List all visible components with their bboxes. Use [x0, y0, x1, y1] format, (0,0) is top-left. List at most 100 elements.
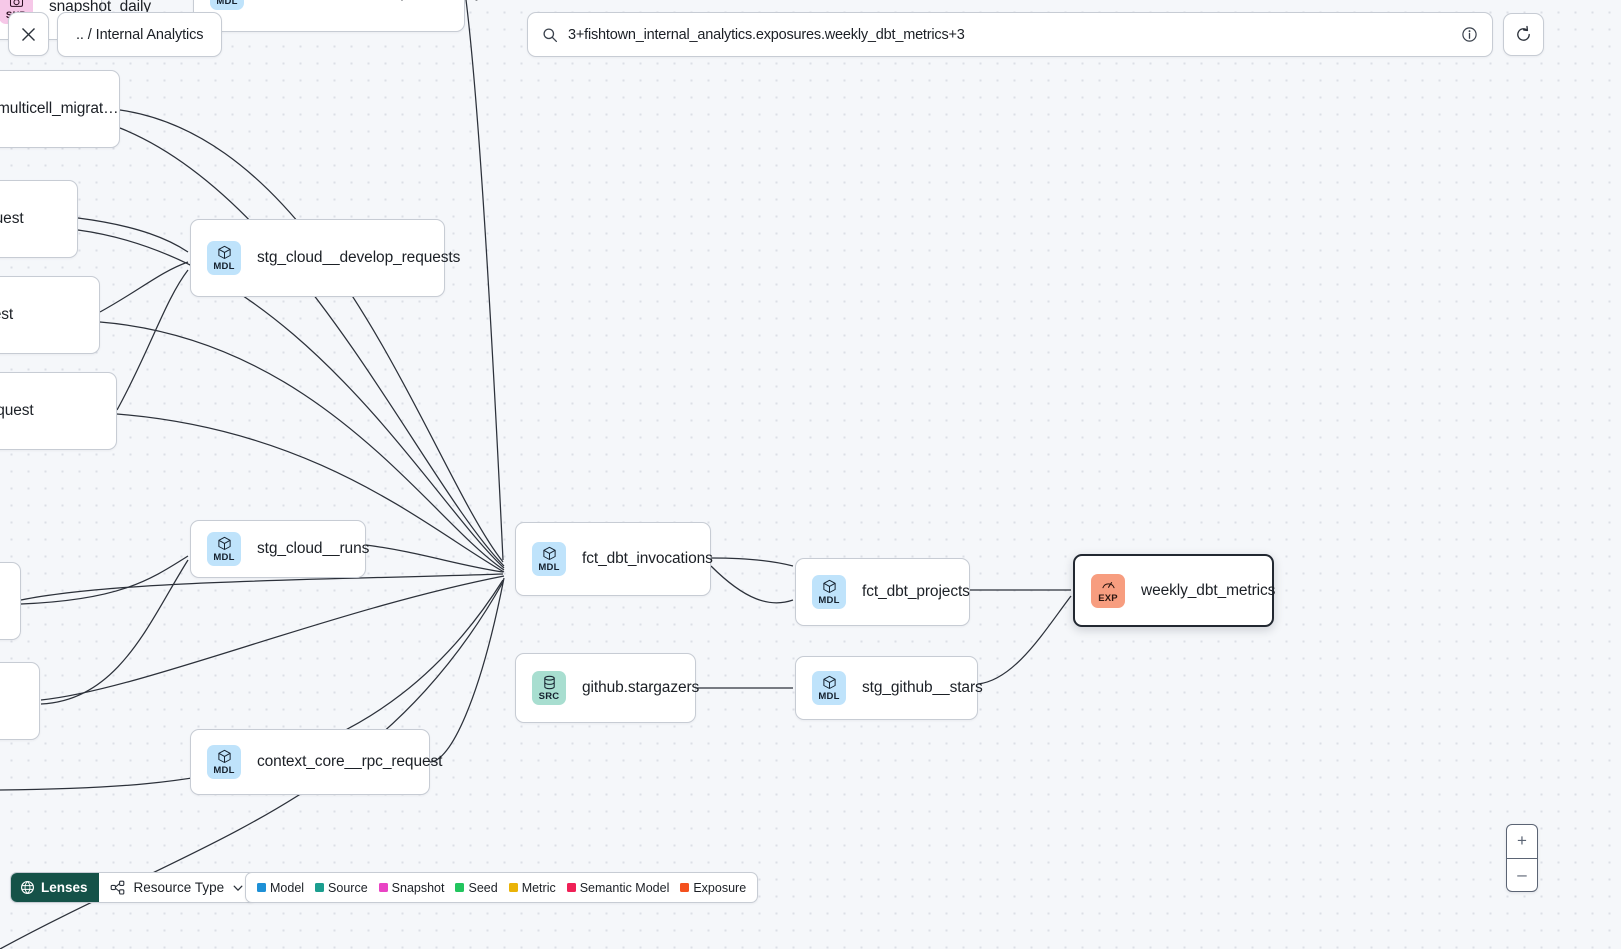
graph-node[interactable]: MDL_develop_request: [0, 372, 117, 450]
chevron-down-icon: [233, 885, 243, 891]
node-type-text: MDL: [216, 0, 238, 7]
node-label: fct_dbt_projects: [862, 583, 970, 600]
graph-node[interactable]: MDL_run: [0, 662, 40, 740]
graph-node[interactable]: EXP weekly_dbt_metrics: [1073, 554, 1276, 627]
legend-item[interactable]: Seed: [455, 880, 498, 895]
legend-item[interactable]: Metric: [508, 880, 556, 895]
node-type-text: MDL: [213, 551, 235, 563]
resource-type-icon: [110, 880, 124, 895]
node-type-text: MDL: [213, 764, 235, 776]
legend-item[interactable]: Semantic Model: [566, 880, 670, 895]
graph-node[interactable]: MDL int_cloud__account_plan_history: [193, 0, 483, 32]
graph-node[interactable]: MDLop_request: [0, 180, 78, 258]
legend-label: Model: [270, 880, 305, 895]
refresh-button[interactable]: [1503, 13, 1544, 56]
cube-icon: [217, 749, 232, 764]
close-icon: [22, 27, 35, 41]
legend-label: Source: [328, 880, 368, 895]
legend-label: Seed: [468, 880, 498, 895]
legend-swatch: [315, 883, 325, 892]
graph-node[interactable]: MDLn: [0, 562, 21, 640]
resource-type-dropdown[interactable]: Resource Type: [98, 873, 256, 902]
node-type-badge-mdl: MDL: [812, 671, 846, 705]
cube-icon: [217, 245, 232, 260]
zoom-in-button[interactable]: +: [1507, 825, 1537, 859]
legend-label: Snapshot: [391, 880, 445, 895]
lineage-edge: [977, 595, 1072, 685]
node-type-badge-mdl: MDL: [812, 575, 846, 609]
lineage-edge: [119, 109, 504, 563]
legend-swatch: [455, 883, 465, 892]
graph-node[interactable]: MDL fct_dbt_invocations: [515, 522, 713, 596]
node-type-badge-mdl: MDL: [207, 532, 241, 566]
refresh-icon: [1517, 25, 1530, 41]
breadcrumb[interactable]: .. / Internal Analytics: [57, 12, 223, 57]
node-label: fct_dbt_invocations: [582, 550, 713, 567]
node-type-text: MDL: [818, 594, 840, 606]
node-label: int_cloud__account_plan_history: [260, 0, 483, 2]
node-label: _develop_request: [0, 402, 34, 419]
graph-node[interactable]: MDL stg_cloud__runs: [190, 520, 370, 578]
lineage-edge: [116, 269, 189, 411]
resource-type-legend: Model Source Snapshot Seed Metric Semantic Mo…: [245, 872, 759, 903]
close-button[interactable]: [8, 12, 49, 56]
node-label: op_request: [0, 210, 24, 227]
legend-label: Metric: [521, 880, 556, 895]
zoom-out-button[interactable]: –: [1517, 864, 1527, 884]
lineage-edge: [40, 559, 189, 705]
graph-node[interactable]: MDL context_core__rpc_request: [190, 729, 442, 795]
node-type-badge-mdl: MDL: [532, 542, 566, 576]
node-label: multicell_migrat…: [0, 100, 119, 117]
camera-icon: [9, 0, 24, 9]
legend-item[interactable]: Model: [257, 881, 304, 895]
cube-icon: [217, 536, 232, 551]
graph-node[interactable]: MDL stg_github__stars: [795, 656, 983, 720]
node-type-text: SRC: [538, 690, 560, 702]
legend-item[interactable]: Source: [315, 881, 368, 895]
node-label: stg_github__stars: [862, 679, 983, 696]
search-icon: [543, 27, 558, 42]
node-label: weekly_dbt_metrics: [1141, 581, 1276, 599]
legend-item[interactable]: Exposure: [680, 881, 746, 895]
node-label: stg_cloud__runs: [257, 540, 370, 557]
node-label: velop_request: [0, 306, 14, 323]
cube-icon: [822, 675, 837, 690]
search-input[interactable]: [568, 26, 1451, 43]
node-type-badge-mdl: MDL: [207, 745, 241, 779]
legend-item[interactable]: Snapshot: [378, 880, 445, 895]
node-type-text: MDL: [213, 260, 235, 272]
lineage-edge: [465, 0, 504, 561]
graph-node[interactable]: MDLmulticell_migrat…: [0, 70, 120, 148]
node-label: context_core__rpc_request: [257, 753, 443, 770]
node-label: snapshot_daily: [49, 0, 152, 15]
graph-node[interactable]: MDL fct_dbt_projects: [795, 558, 970, 626]
legend-label: Semantic Model: [579, 880, 670, 895]
search-bar[interactable]: [527, 12, 1493, 57]
info-icon[interactable]: [1461, 26, 1478, 43]
lineage-edge: [429, 577, 505, 763]
lineage-edge: [77, 217, 189, 253]
graph-node[interactable]: MDLvelop_request: [0, 276, 100, 354]
lineage-edge: [20, 555, 189, 605]
gauge-icon: [1101, 577, 1116, 592]
node-type-badge-mdl: MDL: [207, 241, 241, 275]
lineage-edge: [40, 575, 505, 701]
zoom-controls: + –: [1506, 824, 1538, 892]
legend-swatch: [566, 883, 576, 892]
legend-swatch: [508, 883, 518, 892]
graph-node[interactable]: SRC github.stargazers: [515, 653, 700, 723]
node-type-badge-mdl: MDL: [210, 0, 244, 10]
legend-swatch: [680, 883, 690, 892]
node-type-text: MDL: [538, 561, 560, 573]
node-type-text: MDL: [818, 690, 840, 702]
lenses-button[interactable]: Lenses: [11, 873, 99, 902]
node-type-badge-exp: EXP: [1091, 573, 1125, 608]
resource-type-label: Resource Type: [133, 880, 225, 895]
legend-label: Exposure: [693, 880, 747, 895]
cube-icon: [542, 546, 557, 561]
node-label: github.stargazers: [582, 679, 700, 696]
lens-icon: [21, 881, 34, 894]
